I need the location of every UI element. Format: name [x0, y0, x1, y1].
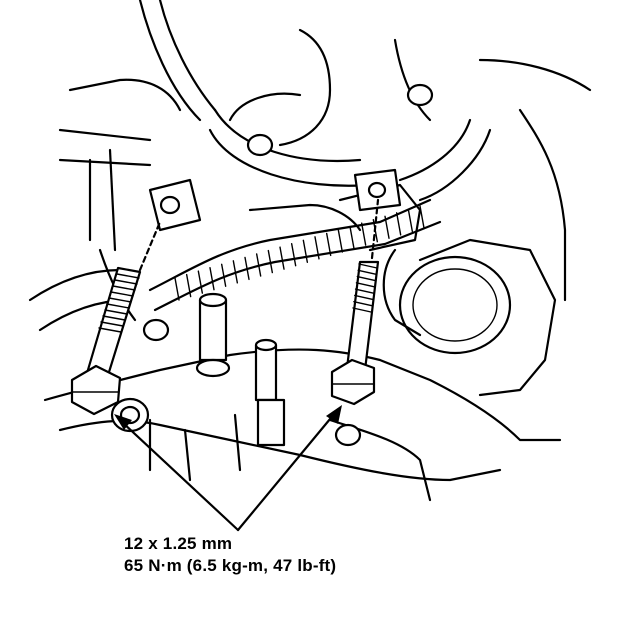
- harness-rib: [360, 222, 367, 246]
- bolt-thread: [98, 327, 122, 333]
- bolt-thread: [357, 269, 377, 275]
- bolt-bosses: [148, 168, 402, 232]
- bolt-thread: [358, 263, 378, 269]
- harness-rib: [174, 277, 180, 301]
- harness-rib: [395, 212, 402, 236]
- bolt-thread: [116, 273, 140, 279]
- harness-rib: [209, 267, 215, 291]
- bolt-thread: [354, 288, 375, 294]
- harness-rib: [302, 239, 309, 263]
- bolt-thread: [352, 307, 372, 313]
- harness-rib: [279, 246, 285, 270]
- bolt-thread: [114, 279, 138, 285]
- fittings: [142, 83, 434, 447]
- bolt-thread: [102, 315, 126, 321]
- harness-rib: [337, 229, 344, 253]
- bolt-thread: [354, 294, 374, 301]
- bolt-thread: [353, 301, 373, 307]
- harness-rib: [220, 263, 227, 287]
- callout-leaders: [114, 405, 342, 532]
- harness-rib: [244, 256, 250, 281]
- bolt-thread: [106, 303, 130, 309]
- harness-rib: [314, 236, 320, 260]
- bolt-thread: [108, 297, 132, 303]
- bolt-thread: [112, 285, 136, 291]
- harness-rib: [290, 243, 297, 267]
- bolt-thread: [356, 275, 376, 282]
- harness-rib: [185, 273, 192, 298]
- harness-rib: [255, 253, 262, 277]
- harness-rib: [197, 270, 204, 294]
- harness-rib: [349, 225, 355, 250]
- wire-harness: [148, 198, 442, 312]
- bolt-thread: [100, 321, 124, 327]
- right-bolt: [330, 198, 380, 447]
- harness-rib: [419, 205, 425, 229]
- bolt-size-label: 12 x 1.25 mm: [124, 534, 233, 553]
- bolt-thread: [110, 291, 134, 297]
- harness-rib: [267, 249, 274, 274]
- harness-rib: [232, 260, 239, 284]
- bolt-thread: [104, 309, 128, 315]
- bolt-thread: [355, 282, 376, 288]
- harness-rib: [325, 232, 332, 257]
- left-bolt: [70, 220, 162, 433]
- torque-callout: 12 x 1.25 mm 65 N·m (6.5 kg-m, 47 lb-ft): [124, 533, 336, 577]
- harness-rib: [407, 208, 414, 233]
- harness-rib: [384, 215, 390, 239]
- torque-spec-label: 65 N·m (6.5 kg-m, 47 lb-ft): [124, 556, 337, 575]
- hoses: [28, 0, 492, 332]
